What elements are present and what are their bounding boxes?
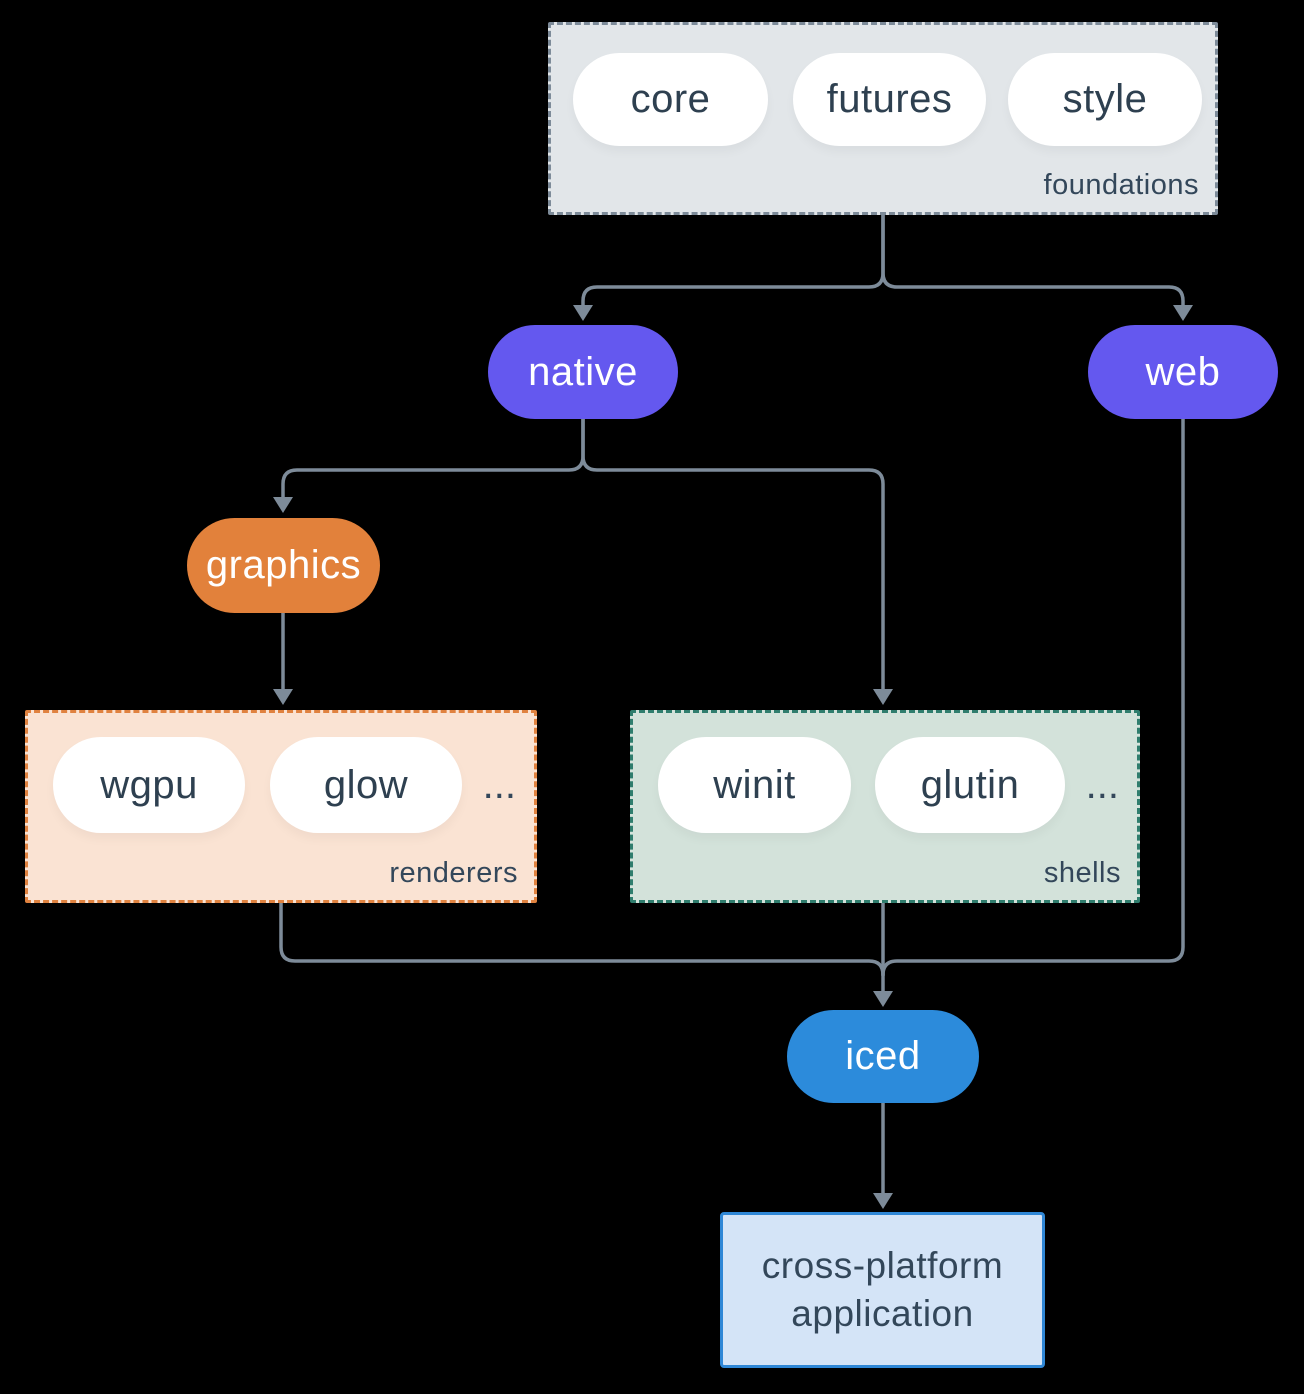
- arrowhead-icon: [1173, 305, 1193, 321]
- group-shells: winit glutin ... shells: [630, 710, 1140, 903]
- edge-foundations-native: [581, 212, 885, 308]
- node-style: style: [1008, 53, 1202, 146]
- arrowhead-icon: [273, 497, 293, 513]
- node-glow: glow: [270, 737, 462, 833]
- arrowhead-icon: [873, 1193, 893, 1209]
- group-label-foundations: foundations: [1043, 169, 1199, 201]
- arrowhead-icon: [273, 689, 293, 705]
- node-winit: winit: [658, 737, 851, 833]
- arrowhead-icon: [873, 689, 893, 705]
- edge-native-shells: [581, 417, 885, 692]
- node-core: core: [573, 53, 768, 146]
- ellipsis-shells: ...: [1085, 762, 1119, 807]
- arrowhead-icon: [873, 991, 893, 1007]
- node-cross-platform-application: cross-platform application: [720, 1212, 1045, 1368]
- edge-foundations-web: [881, 212, 1185, 308]
- node-glutin: glutin: [875, 737, 1065, 833]
- group-foundations: core futures style foundations: [548, 22, 1218, 215]
- edge-native-graphics: [281, 417, 585, 500]
- edge-renderers-iced: [279, 901, 885, 977]
- arrowhead-icon: [573, 305, 593, 321]
- node-native: native: [488, 325, 678, 419]
- node-graphics: graphics: [187, 518, 380, 613]
- node-web: web: [1088, 325, 1278, 419]
- ellipsis-renderers: ...: [482, 762, 516, 807]
- node-iced: iced: [787, 1010, 979, 1103]
- node-futures: futures: [793, 53, 986, 146]
- group-label-renderers: renderers: [389, 857, 518, 889]
- group-label-shells: shells: [1043, 857, 1121, 889]
- group-renderers: wgpu glow ... renderers: [25, 710, 537, 903]
- node-wgpu: wgpu: [53, 737, 245, 833]
